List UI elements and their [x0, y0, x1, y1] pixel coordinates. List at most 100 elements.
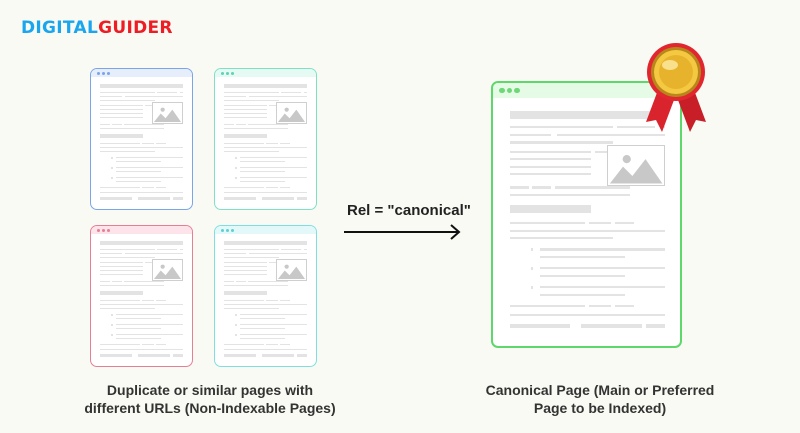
text-line — [224, 109, 267, 111]
subheading-bar — [509, 205, 591, 213]
text-line — [100, 128, 164, 130]
text-line — [142, 300, 154, 302]
text-line — [617, 126, 655, 129]
text-line — [280, 187, 290, 189]
text-line — [224, 344, 264, 346]
text-line — [532, 186, 552, 189]
canonical-caption-line2: Page to be Indexed) — [533, 400, 667, 416]
text-line — [540, 255, 625, 259]
text-line — [224, 100, 279, 102]
footer-bar — [262, 354, 294, 357]
heading-bar — [224, 241, 307, 245]
text-line — [248, 124, 288, 126]
text-line — [224, 96, 246, 98]
window-dot — [97, 228, 100, 232]
text-line — [116, 314, 183, 316]
text-line — [224, 266, 267, 268]
footer-bar — [138, 197, 170, 200]
text-line — [224, 249, 279, 251]
bullet — [235, 157, 237, 159]
text-line — [124, 124, 164, 126]
text-line — [100, 262, 143, 264]
text-line — [240, 171, 285, 173]
text-line — [266, 187, 278, 189]
text-line — [240, 338, 285, 340]
duplicate-page-teal — [214, 68, 317, 210]
text-line — [100, 100, 155, 102]
footer-bar — [224, 197, 256, 200]
text-line — [509, 141, 614, 144]
text-line — [224, 187, 264, 189]
browser-bar — [91, 69, 192, 77]
text-line — [156, 187, 166, 189]
window-dot — [221, 71, 224, 75]
footer-bar — [173, 354, 183, 357]
image-placeholder-icon — [152, 259, 183, 281]
heading-bar — [100, 84, 183, 88]
text-line — [145, 262, 153, 264]
text-line — [224, 274, 267, 276]
text-line — [266, 143, 278, 145]
window-dot — [226, 228, 229, 232]
bullet — [111, 177, 113, 179]
text-line — [304, 249, 307, 251]
text-line — [240, 157, 307, 159]
text-line — [125, 96, 183, 98]
text-line — [224, 253, 246, 255]
text-line — [100, 187, 140, 189]
text-line — [588, 222, 612, 225]
text-line — [509, 158, 591, 161]
text-line — [145, 105, 153, 107]
footer-bar — [297, 354, 307, 357]
text-line — [116, 181, 161, 183]
text-line — [125, 253, 183, 255]
text-line — [224, 192, 307, 194]
text-line — [100, 344, 140, 346]
subheading-bar — [224, 134, 267, 138]
duplicate-page-cyan — [214, 225, 317, 367]
browser-bar — [91, 226, 192, 234]
text-line — [281, 92, 301, 94]
text-line — [180, 92, 183, 94]
text-line — [157, 249, 177, 251]
text-line — [240, 328, 285, 330]
text-line — [100, 285, 164, 287]
text-line — [100, 300, 140, 302]
bullet — [235, 314, 237, 316]
image-placeholder-icon — [276, 102, 307, 124]
footer-bar — [509, 323, 571, 329]
text-line — [100, 113, 143, 115]
text-line — [266, 344, 278, 346]
text-line — [100, 304, 183, 306]
footer-bar — [297, 197, 307, 200]
text-line — [100, 192, 183, 194]
heading-bar — [100, 241, 183, 245]
text-line — [224, 349, 307, 351]
text-line — [509, 304, 586, 308]
text-line — [224, 262, 267, 264]
text-line — [100, 349, 183, 351]
window-dot — [97, 71, 100, 75]
text-line — [240, 324, 307, 326]
bullet — [111, 157, 113, 159]
bullet — [111, 334, 113, 336]
text-line — [509, 165, 591, 168]
text-line — [304, 92, 307, 94]
subheading-bar — [100, 134, 143, 138]
text-line — [142, 143, 154, 145]
text-line — [100, 281, 110, 283]
text-line — [224, 124, 234, 126]
footer-bar — [581, 323, 642, 329]
duplicate-caption-line2: different URLs (Non-Indexable Pages) — [84, 400, 336, 416]
text-line — [100, 147, 183, 149]
text-line — [224, 92, 279, 94]
text-line — [236, 124, 246, 126]
window-dot — [221, 228, 224, 232]
text-line — [142, 187, 154, 189]
text-line — [509, 314, 666, 317]
logo-part-guider: GUIDER — [98, 18, 173, 38]
text-line — [240, 181, 285, 183]
text-line — [540, 286, 666, 289]
text-line — [509, 150, 591, 153]
footer-bar — [138, 354, 170, 357]
